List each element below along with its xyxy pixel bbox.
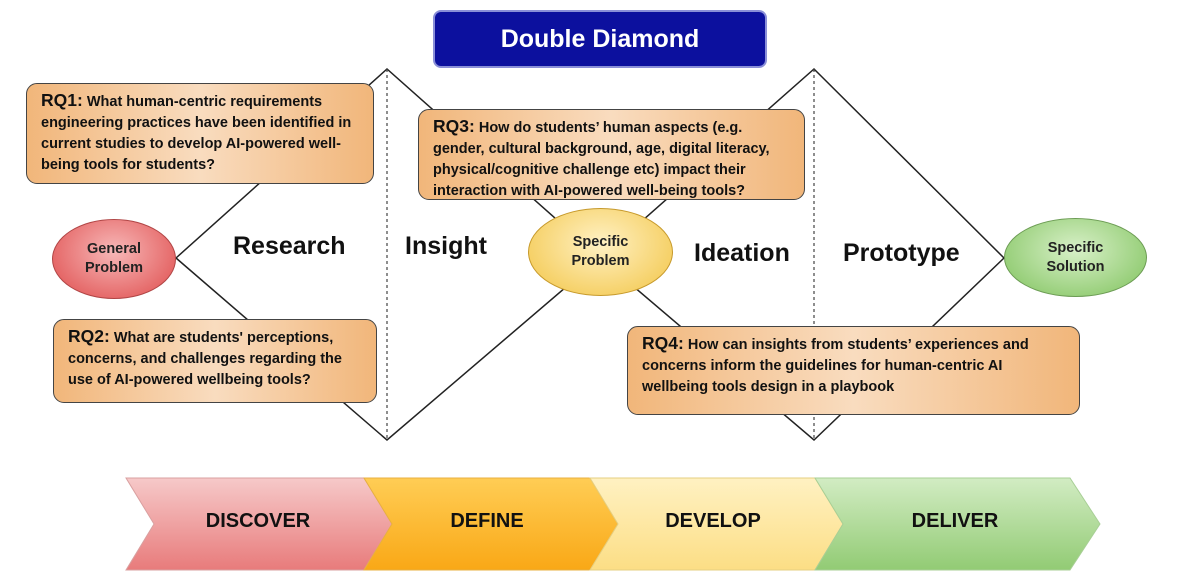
stage-define-label: DEFINE: [450, 510, 524, 532]
stage-develop-label: DEVELOP: [665, 510, 761, 532]
rq3-box: RQ3: How do students’ human aspects (e.g…: [418, 109, 805, 200]
specific-problem-label: Specific Problem: [571, 234, 630, 269]
rq1-box: RQ1: What human-centric requirements eng…: [26, 83, 374, 184]
rq3-label: RQ3:: [433, 116, 475, 136]
phase-ideation: Ideation: [694, 239, 790, 267]
general-problem-label: General Problem: [84, 241, 143, 276]
diagram-title: Double Diamond: [433, 10, 767, 68]
phase-insight: Insight: [405, 232, 487, 260]
stage-deliver-label: DELIVER: [911, 510, 999, 532]
rq2-text: What are students' perceptions, concerns…: [68, 330, 342, 388]
rq4-text: How can insights from students’ experien…: [642, 337, 1029, 395]
rq4-box: RQ4: How can insights from students’ exp…: [627, 326, 1080, 415]
stage-arrow-deliver: [814, 477, 1101, 571]
rq4-label: RQ4:: [642, 333, 684, 353]
stage-arrows: [125, 477, 1101, 571]
phase-research: Research: [233, 232, 346, 260]
phase-prototype: Prototype: [843, 239, 960, 267]
rq2-label: RQ2:: [68, 326, 110, 346]
rq1-label: RQ1:: [41, 90, 83, 110]
specific-solution-label: Specific Solution: [1046, 239, 1105, 275]
rq2-box: RQ2: What are students' perceptions, con…: [53, 319, 377, 403]
stage-discover-label: DISCOVER: [205, 510, 311, 532]
specific-problem-node: Specific Problem: [528, 208, 673, 296]
rq1-text: What human-centric requirements engineer…: [41, 94, 352, 173]
general-problem-node: General Problem: [52, 219, 176, 299]
specific-solution-node: Specific Solution: [1004, 218, 1147, 297]
rq3-text: How do students’ human aspects (e.g. gen…: [433, 120, 770, 199]
